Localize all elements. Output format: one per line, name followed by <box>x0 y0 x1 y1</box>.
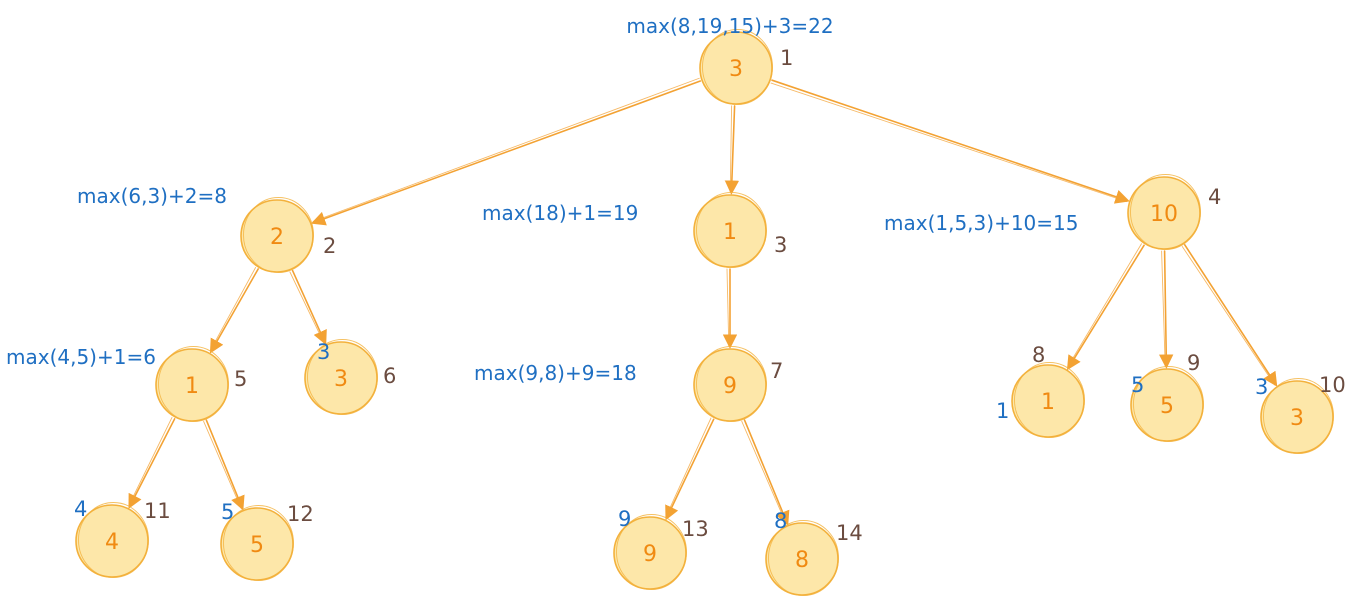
node-index-label: 1 <box>780 46 793 70</box>
dp-value-label: 3 <box>1255 375 1268 399</box>
edge-5-12 <box>203 419 245 511</box>
node-value: 3 <box>334 367 348 392</box>
dp-formula-label: max(1,5,3)+10=15 <box>884 211 1078 235</box>
node-value: 1 <box>723 220 737 245</box>
edge-1-3 <box>724 105 740 195</box>
dp-formula-label: max(4,5)+1=6 <box>6 345 156 369</box>
node-value: 5 <box>250 533 264 558</box>
node-circle <box>75 504 149 578</box>
node-index-label: 2 <box>323 234 336 258</box>
node-index-label: 8 <box>1032 343 1045 367</box>
dp-value-label: 3 <box>317 340 330 364</box>
dp-value-label: 5 <box>1131 373 1144 397</box>
node-circle <box>693 348 767 422</box>
node-circle <box>613 516 687 590</box>
node-index-label: 10 <box>1319 373 1346 397</box>
node-value: 5 <box>1160 394 1174 419</box>
edge-3-7 <box>722 268 738 349</box>
node-value: 9 <box>723 374 737 399</box>
tree-node-14: 8 <box>765 520 839 596</box>
tree-node-10: 3 <box>1260 378 1334 454</box>
tree-node-5: 1 <box>155 346 229 422</box>
node-value: 2 <box>270 225 284 250</box>
node-circle <box>155 348 229 422</box>
node-index-label: 11 <box>144 499 171 523</box>
node-index-label: 3 <box>774 233 787 257</box>
node-circle <box>240 199 314 273</box>
edge-2-5 <box>209 267 259 354</box>
node-circle <box>765 522 839 596</box>
tree-node-13: 9 <box>613 514 687 590</box>
dp-value-label: 8 <box>774 509 787 533</box>
edge-1-2 <box>310 77 702 226</box>
edge-2-6 <box>289 269 327 346</box>
node-value: 3 <box>729 57 743 82</box>
node-index-label: 13 <box>682 517 709 541</box>
edge-4-9 <box>1159 250 1174 369</box>
node-index-label: 14 <box>836 521 863 545</box>
edge-5-11 <box>128 416 176 509</box>
edge-7-14 <box>741 419 790 526</box>
dp-value-label: 5 <box>221 500 234 524</box>
node-circle <box>1260 380 1334 454</box>
edge-1-4 <box>770 79 1130 204</box>
edge-7-13 <box>665 417 715 521</box>
tree-node-1: 3 <box>699 29 773 105</box>
tree-node-9: 5 <box>1130 366 1204 442</box>
node-index-label: 7 <box>770 359 783 383</box>
dp-formula-label: max(9,8)+9=18 <box>474 361 637 385</box>
tree-node-2: 2 <box>240 197 314 273</box>
node-circle <box>1127 176 1201 250</box>
node-circle <box>693 194 767 268</box>
tree-node-4: 10 <box>1127 174 1201 250</box>
tree-node-8: 1 <box>1011 362 1085 438</box>
node-circle <box>1130 368 1204 442</box>
node-circle <box>699 31 773 105</box>
tree-node-12: 5 <box>220 505 294 581</box>
dp-formula-label: max(8,19,15)+3=22 <box>626 14 833 38</box>
tree-node-3: 1 <box>693 192 767 268</box>
dp-value-label: 1 <box>996 399 1009 423</box>
tree-node-6: 3 <box>304 339 378 415</box>
tree-node-11: 4 <box>75 502 149 578</box>
node-circle <box>220 507 294 581</box>
edges-layer <box>128 77 1278 526</box>
dp-formula-label: max(18)+1=19 <box>482 201 638 225</box>
labels-layer: 1 max(8,19,15)+3=22 2 max(6,3)+2=8 3 max(18)+… <box>6 14 1346 545</box>
node-value: 9 <box>643 542 657 567</box>
node-value: 1 <box>1041 390 1055 415</box>
edge-4-10 <box>1181 244 1278 387</box>
dp-value-label: 4 <box>74 497 87 521</box>
node-index-label: 12 <box>287 502 314 526</box>
tree-node-7: 9 <box>693 346 767 422</box>
dp-formula-label: max(6,3)+2=8 <box>77 184 227 208</box>
node-circle <box>304 341 378 415</box>
dp-value-label: 9 <box>618 507 631 531</box>
edge-4-8 <box>1066 243 1145 371</box>
node-index-label: 6 <box>383 364 396 388</box>
node-index-label: 4 <box>1208 185 1221 209</box>
node-circle <box>1011 364 1085 438</box>
node-value: 1 <box>185 374 199 399</box>
node-value: 8 <box>795 548 809 573</box>
node-value: 10 <box>1150 202 1178 227</box>
node-value: 3 <box>1290 406 1304 431</box>
node-index-label: 9 <box>1187 351 1200 375</box>
node-index-label: 5 <box>234 367 247 391</box>
node-value: 4 <box>105 530 119 555</box>
